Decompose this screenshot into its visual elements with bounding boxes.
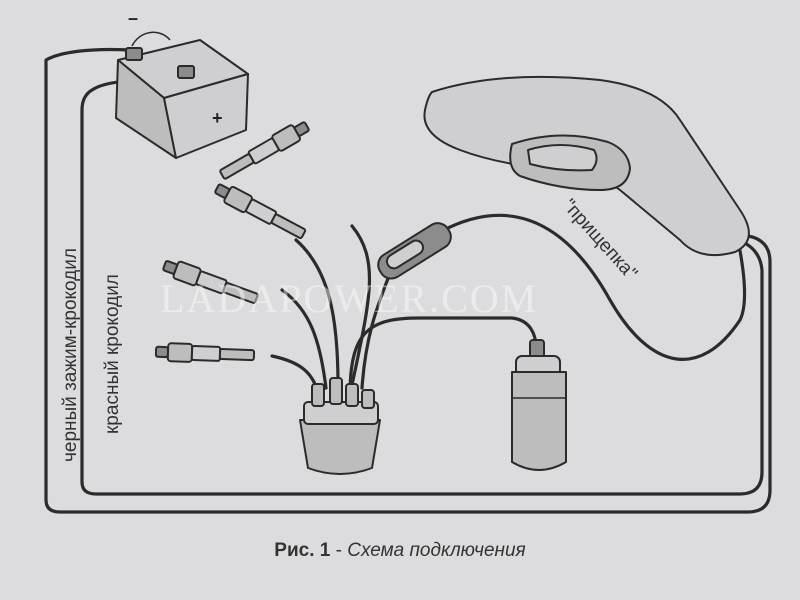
coil-center-wire [348,316,538,397]
watermark: LADAPOWER.COM [160,276,538,321]
battery-minus-sign: – [128,8,138,28]
spark-plug-1 [219,121,310,180]
figure-caption: Рис. 1 - Схема подключения [0,540,800,562]
battery [115,31,249,159]
timing-light [423,75,750,256]
ignition-coil [511,339,567,471]
caption-description: Схема подключения [347,540,526,561]
hv-wire-3 [280,288,328,390]
black-clamp-label: черный зажим-крокодил [60,248,81,462]
spark-plug-3 [162,260,259,304]
inductive-clip [377,222,452,280]
pickup-cable [438,213,747,361]
black-clamp-wire [44,47,772,514]
red-clip-label: красный крокодил [102,274,123,434]
clip-pickup-label: "прищепка" [558,195,641,284]
spark-plug-4 [154,342,256,363]
red-clip-wire [80,78,764,496]
figure-number: Рис. 1 [274,540,331,561]
spark-plug-2 [214,183,307,239]
caption-separator: - [330,540,348,561]
hv-wire-2 [294,238,340,387]
distributor-cap [299,377,381,475]
hv-wire-1 [350,224,372,387]
battery-plus-sign: + [212,108,223,128]
